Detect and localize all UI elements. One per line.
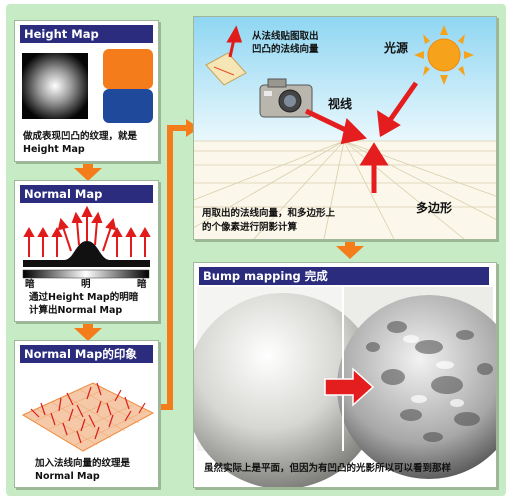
height-map-caption-1: 做成表现凹凸的纹理，就是	[23, 131, 138, 142]
down-arrow-2	[74, 320, 102, 341]
bump-mapping-panel: Bump mapping 完成	[193, 262, 497, 488]
blue-swatch	[103, 89, 153, 123]
label-dark-left: 暗	[25, 279, 35, 290]
impression-caption-1: 加入法线向量的纹理是	[35, 458, 131, 469]
label-dark-right: 暗	[137, 279, 147, 290]
label-view-direction: 视线	[328, 97, 353, 111]
bump-mapping-title: Bump mapping 完成	[199, 267, 489, 285]
lighting-scene-illustration	[194, 17, 496, 239]
normal-map-caption-2: 计算出Normal Map	[29, 305, 123, 316]
normal-map-impression-panel: Normal Map的印象 加入	[14, 340, 159, 488]
bump-caption: 虽然实际上是平面，但因为有凹凸的光影所以可以看到那样	[204, 463, 452, 474]
height-map-panel: Height Map 做成表现凹凸的纹理，就是 Height Map	[14, 20, 159, 162]
brightness-gradient-bar	[22, 269, 150, 279]
normal-vector-texture-illustration	[21, 382, 155, 452]
normal-map-caption-1: 通过Height Map的明暗	[29, 292, 139, 303]
normal-map-bump-illustration	[23, 205, 151, 267]
scene-caption-2: 的个像素进行阴影计算	[202, 222, 298, 233]
orange-swatch	[103, 49, 153, 89]
label-from-normal-texture-1: 从法线贴图取出	[252, 31, 319, 42]
impression-caption-2: Normal Map	[35, 471, 100, 482]
scene-caption-1: 用取出的法线向量，和多边形上	[202, 208, 336, 219]
normal-map-title: Normal Map	[20, 185, 153, 203]
down-arrow-3	[336, 238, 364, 259]
label-from-normal-texture-2: 凹凸的法线向量	[252, 44, 319, 55]
label-polygon: 多边形	[416, 201, 453, 215]
lighting-scene-panel: 从法线贴图取出 凹凸的法线向量 光源 视线 多边形 用取出的法线向量，和多边形上…	[193, 16, 497, 240]
label-light-source: 光源	[384, 41, 409, 55]
label-bright: 明	[81, 279, 91, 290]
camera-icon	[259, 78, 313, 118]
normal-map-impression-title: Normal Map的印象	[20, 345, 153, 363]
normal-map-panel: Normal Map	[14, 180, 159, 322]
sphere-comparison-illustration	[194, 287, 496, 487]
height-map-title: Height Map	[20, 25, 153, 43]
height-map-caption-2: Height Map	[23, 144, 85, 155]
sun-icon	[414, 25, 474, 85]
height-map-gradient-image	[22, 53, 88, 119]
down-arrow-1	[74, 160, 102, 181]
